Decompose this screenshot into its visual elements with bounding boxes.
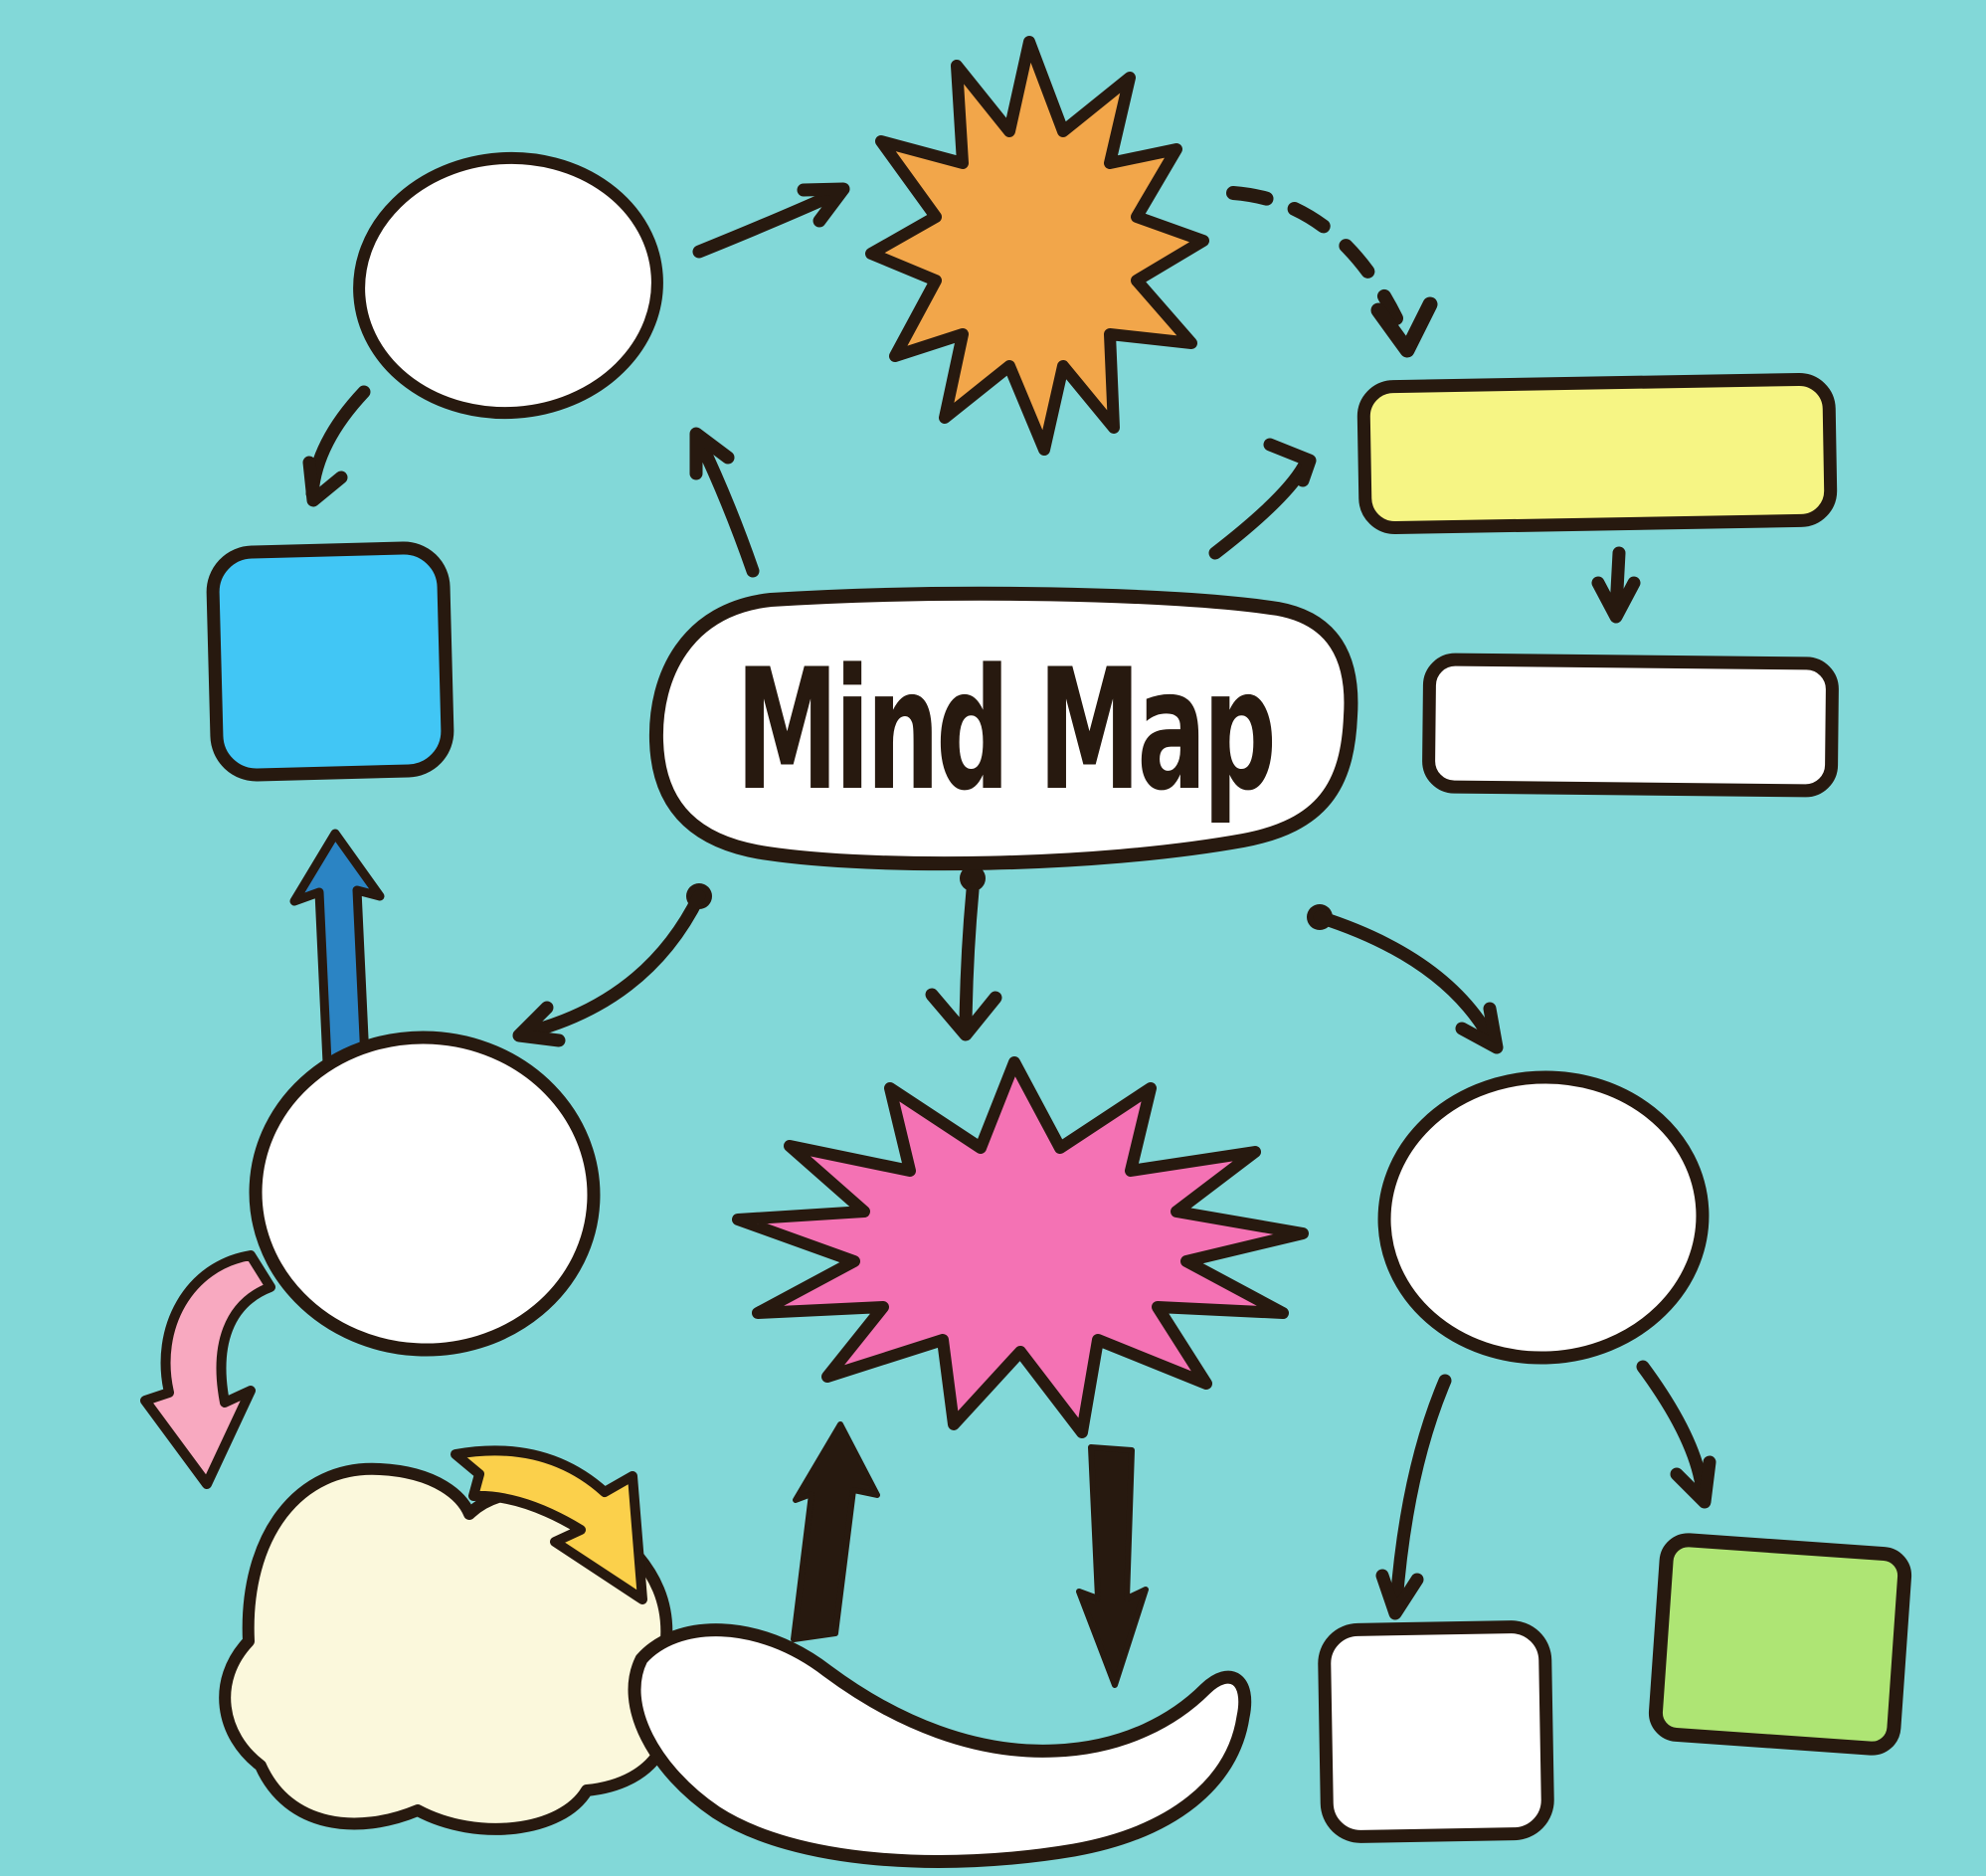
arrow-center-to-circle-bl-icon — [512, 883, 712, 1047]
arrow-center-to-yellow-icon — [1208, 438, 1317, 560]
mind-map-label: Mind Map — [736, 633, 1273, 828]
arrow-thick-black-up-icon — [791, 1421, 880, 1642]
note-rect-green — [1648, 1533, 1912, 1756]
arrow-br-to-white-small-icon — [1375, 1374, 1452, 1620]
arrow-center-to-pink-star-icon — [925, 865, 1002, 1041]
arrow-center-to-circle-br-icon — [1307, 904, 1504, 1054]
topic-circle-bottom-left — [249, 1031, 601, 1357]
note-rect-yellow — [1356, 372, 1838, 535]
arrow-br-to-green-icon — [1636, 1360, 1716, 1509]
banana-shape-white — [628, 1623, 1252, 1868]
arrow-curved-pink-down-icon — [140, 1250, 275, 1489]
arrow-swoosh-yellow-icon — [451, 1445, 647, 1604]
arrow-yellow-to-white-icon — [1591, 546, 1641, 624]
topic-circle-top-left — [353, 151, 663, 420]
topic-circle-bottom-right — [1377, 1070, 1710, 1365]
note-rect-white-small — [1318, 1620, 1554, 1843]
arrow-circle-to-blue-square-icon — [302, 385, 371, 507]
square-blue — [206, 541, 454, 782]
arrow-starburst-to-yellow-icon — [1226, 186, 1438, 358]
arrow-center-to-circle-tl-icon — [689, 427, 760, 578]
starburst-pink — [732, 1056, 1309, 1438]
mind-map-center-node: Mind Map — [648, 586, 1358, 871]
arrow-circle-to-starburst-icon — [692, 182, 850, 259]
note-rect-white-right — [1422, 653, 1839, 798]
arrow-thick-black-down-icon — [1076, 1444, 1149, 1688]
starburst-orange — [865, 36, 1209, 456]
